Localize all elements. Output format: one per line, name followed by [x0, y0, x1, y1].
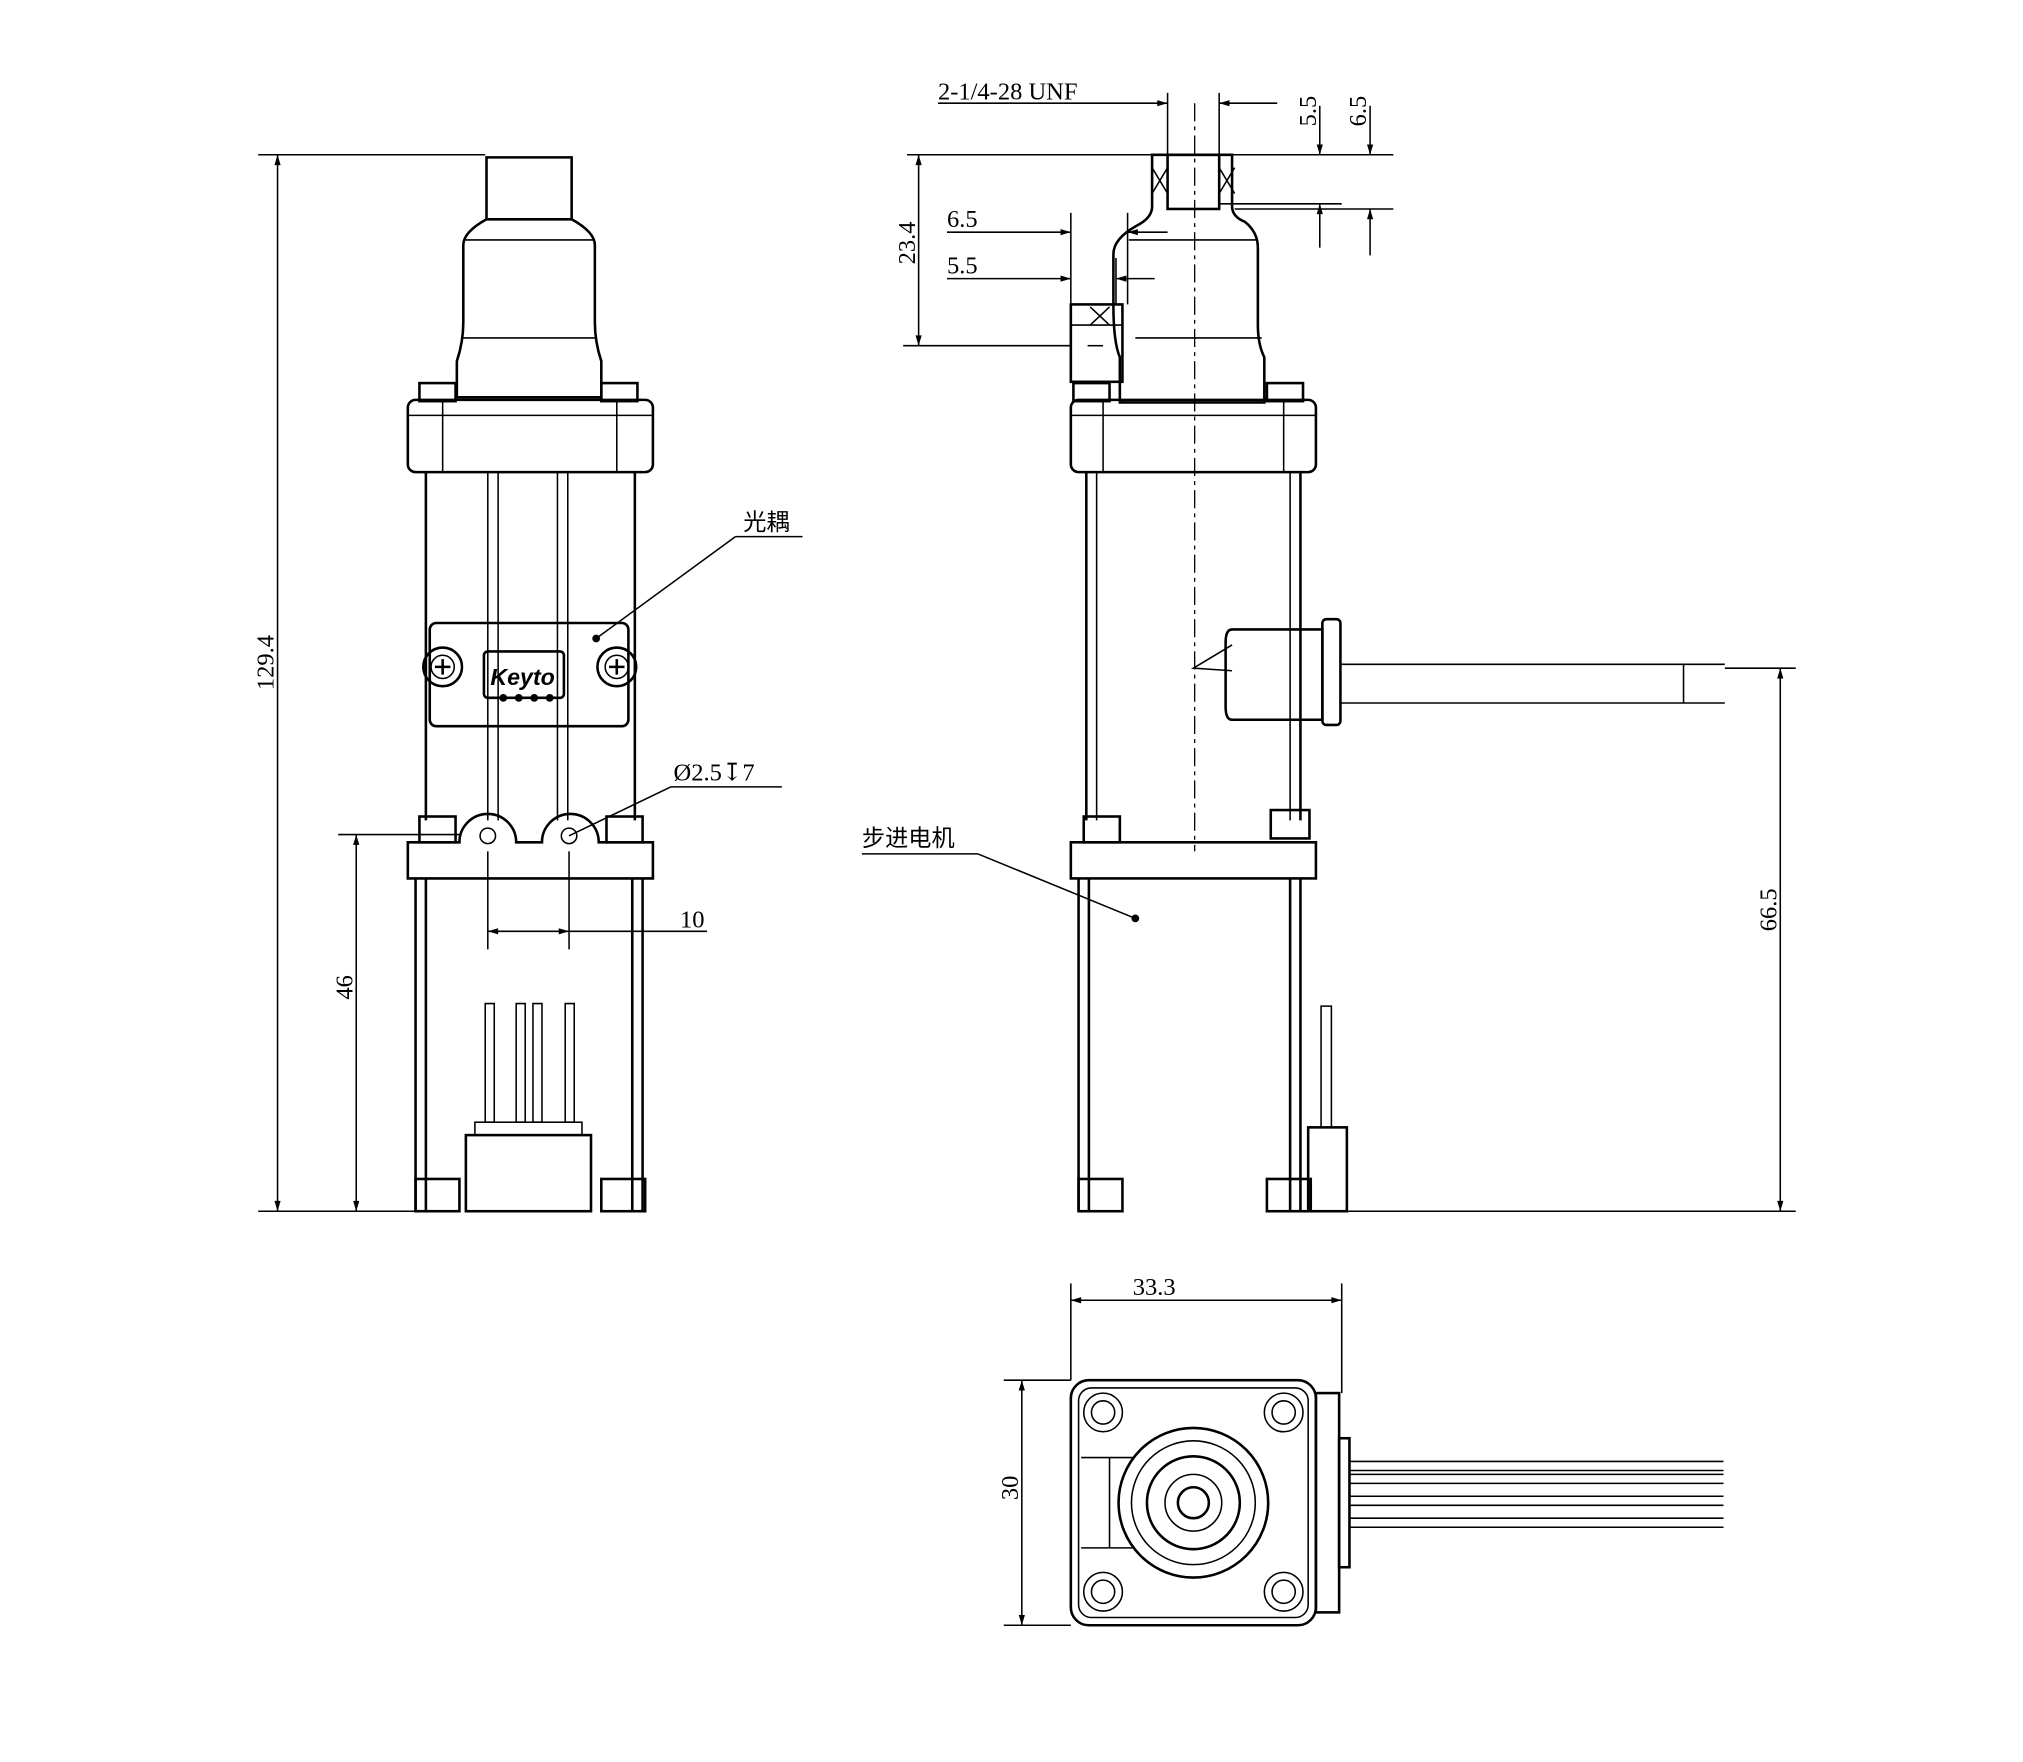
label-stepper-motor: 步进电机 — [862, 825, 955, 852]
optocoupler-plate: Keyto — [422, 621, 638, 728]
thread-callout: 2-1/4-28 UNF — [938, 78, 1078, 105]
dim-wire-height: 66.5 — [1755, 888, 1782, 931]
side-view: 2-1/4-28 UNF 5.5 6.5 23.4 6.5 5.5 步进电机 6… — [862, 78, 1796, 1213]
dim-width: 33.3 — [1133, 1274, 1176, 1301]
bottom-view: 33.3 30 — [997, 1274, 1724, 1627]
keyto-logo: Keyto — [490, 664, 554, 690]
front-view: Keyto 129.4 46 10 Ø2.5↧7 光耦 — [253, 154, 803, 1213]
dim-hole-spacing: 10 — [680, 906, 705, 933]
dim-side-port-b: 5.5 — [947, 252, 978, 279]
label-optocoupler: 光耦 — [743, 509, 789, 536]
dim-port-depth-b: 6.5 — [1345, 96, 1372, 127]
dim-depth: 30 — [997, 1476, 1024, 1501]
dim-total-height: 129.4 — [253, 635, 280, 690]
dim-lower-height: 46 — [331, 975, 358, 1000]
hole-callout: Ø2.5↧7 — [674, 759, 755, 786]
dim-port-height: 23.4 — [894, 222, 921, 265]
dim-side-port-a: 6.5 — [947, 206, 978, 233]
dim-port-depth-a: 5.5 — [1295, 96, 1322, 127]
